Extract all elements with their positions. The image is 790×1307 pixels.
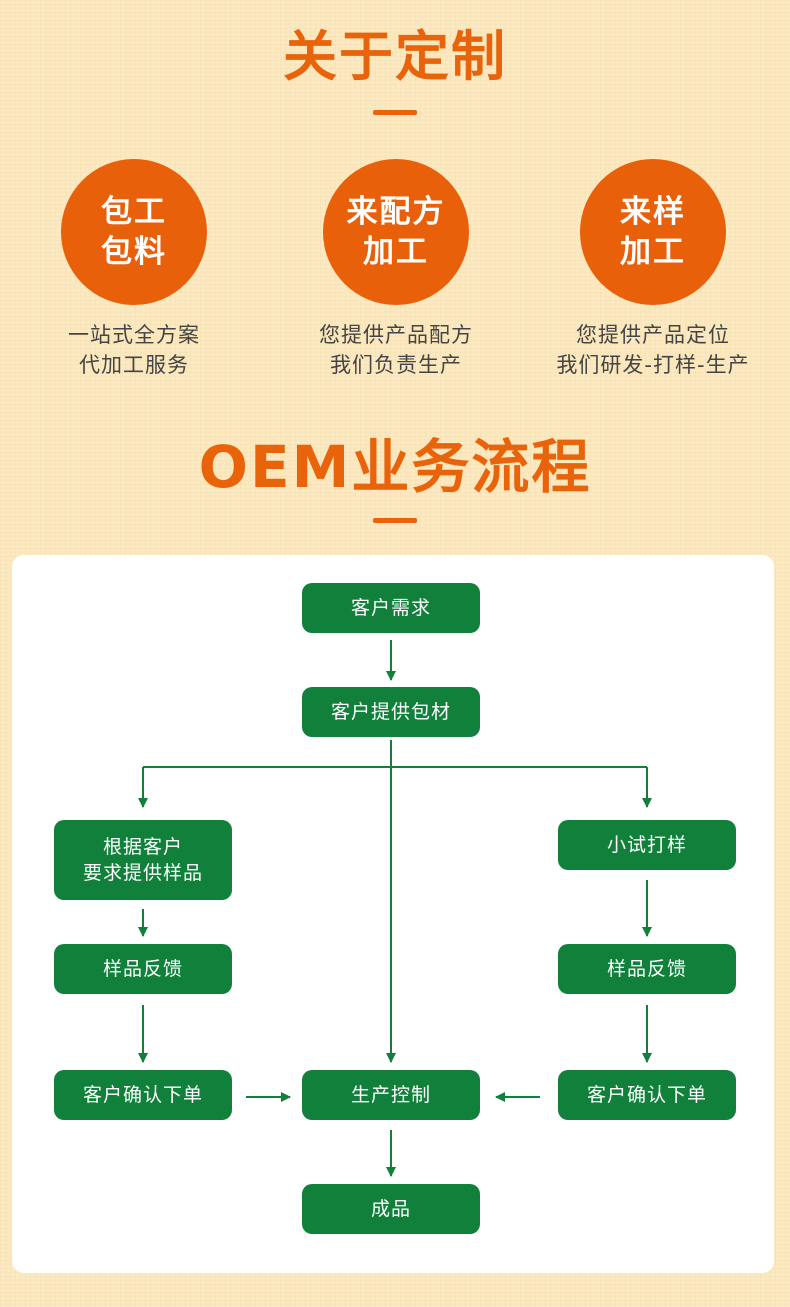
step-label: 客户确认下单	[586, 1084, 707, 1106]
circle-text-line2: 加工	[363, 234, 429, 270]
about-title-underline	[373, 110, 417, 115]
description-line2: 代加工服务	[79, 353, 189, 377]
circle-text-line2: 加工	[620, 234, 686, 270]
step-sample-feedback-left: 样品反馈	[54, 944, 232, 994]
step-sample-by-request: 根据客户 要求提供样品	[54, 820, 232, 900]
step-sample-feedback-right: 样品反馈	[558, 944, 736, 994]
step-label: 样品反馈	[102, 958, 183, 980]
service-circle-formula-processing: 来配方 加工	[323, 159, 469, 305]
step-label-line2: 要求提供样品	[82, 862, 203, 884]
description-line1: 您提供产品配方	[319, 323, 473, 347]
step-label: 客户需求	[350, 597, 431, 619]
circle-text-line2: 包料	[101, 234, 167, 270]
oem-process-title: OEM业务流程	[198, 433, 592, 501]
description-line2: 我们研发-打样-生产	[556, 353, 750, 377]
service-description-full-package: 一站式全方案 代加工服务	[4, 320, 264, 380]
step-confirm-order-left: 客户确认下单	[54, 1070, 232, 1120]
step-label: 生产控制	[350, 1084, 431, 1106]
step-customer-demand: 客户需求	[302, 583, 480, 633]
service-circle-sample-processing: 来样 加工	[580, 159, 726, 305]
step-label: 客户确认下单	[82, 1084, 203, 1106]
step-label: 样品反馈	[606, 958, 687, 980]
step-label: 成品	[370, 1198, 411, 1220]
step-small-trial-sampling: 小试打样	[558, 820, 736, 870]
step-label: 客户提供包材	[330, 701, 451, 723]
step-label-line1: 根据客户	[102, 836, 183, 858]
circle-text-line1: 来配方	[346, 194, 446, 230]
oem-title-underline	[373, 518, 417, 523]
step-finished-product: 成品	[302, 1184, 480, 1234]
circle-text-line1: 包工	[101, 194, 167, 230]
step-label: 小试打样	[606, 834, 687, 856]
service-description-formula-processing: 您提供产品配方 我们负责生产	[266, 320, 526, 380]
step-production-control: 生产控制	[302, 1070, 480, 1120]
about-customization-title: 关于定制	[283, 25, 507, 88]
step-confirm-order-right: 客户确认下单	[558, 1070, 736, 1120]
step-customer-provides-packaging: 客户提供包材	[302, 687, 480, 737]
service-description-sample-processing: 您提供产品定位 我们研发-打样-生产	[523, 320, 783, 380]
description-line1: 一站式全方案	[68, 323, 200, 347]
description-line2: 我们负责生产	[330, 353, 462, 377]
circle-text-line1: 来样	[620, 194, 686, 230]
description-line1: 您提供产品定位	[576, 323, 730, 347]
service-circle-full-package: 包工 包料	[61, 159, 207, 305]
